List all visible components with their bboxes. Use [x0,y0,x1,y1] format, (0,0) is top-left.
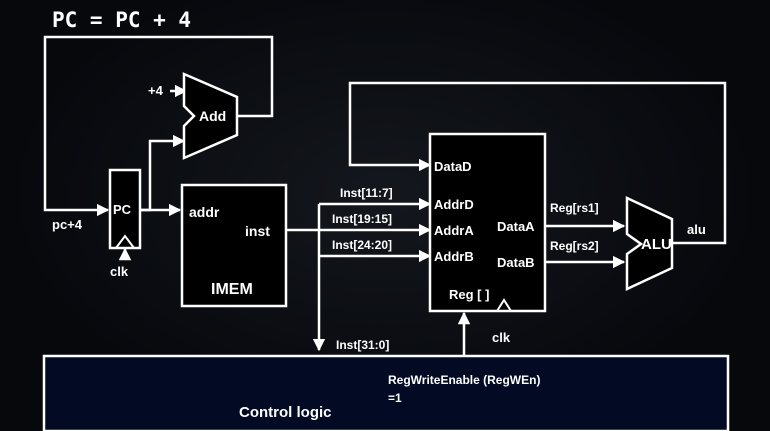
regwen-signal-label: RegWriteEnable (RegWEn) [388,373,540,387]
adder-label: Add [199,108,226,124]
reg-clock-triangle-icon [496,298,512,312]
port-datad: DataD [434,159,472,174]
reg-rs1-label: Reg[rs1] [550,201,599,215]
inst-24-20-label: Inst[24:20] [332,238,392,252]
slide-title: PC = PC + 4 [52,8,191,32]
port-addrd: AddrD [434,197,474,212]
wire-pc-plus-4-feedback [43,35,274,217]
pc-register: PC clk pc+4 [52,168,142,279]
inst-field-labels: Inst[11:7] Inst[19:15] Inst[24:20] Inst[… [332,186,393,352]
control-logic-label: Control logic [239,404,332,421]
alu-output-label: alu [687,222,706,237]
inst-19-15-label: Inst[19:15] [332,212,392,226]
control-logic: Control logic RegWriteEnable (RegWEn) =1 [42,354,730,431]
wires [43,35,727,356]
pc-plus-4-label: pc+4 [52,217,83,232]
wire-pc-to-adder [140,134,186,212]
inst-31-0-label: Inst[31:0] [336,338,389,352]
imem-inst-port: inst [245,223,270,239]
port-addra: AddrA [434,223,474,238]
plus-4-label: +4 [148,83,164,98]
imem-label: IMEM [211,281,253,298]
port-datab: DataB [497,255,535,270]
imem-addr-port: addr [189,204,220,220]
register-file: DataD AddrD AddrA AddrB DataA DataB Reg … [428,132,547,345]
port-addrb: AddrB [434,249,474,264]
wire-alu-writeback [348,81,727,245]
adder: +4 Add [148,72,239,160]
pc-clock-triangle-icon [115,234,135,249]
reg-clk-label: clk [492,330,511,345]
alu-label: ALU [641,236,672,253]
pc-label: PC [113,202,132,217]
alu: ALU alu [625,196,706,291]
regwen-value-label: =1 [388,391,402,405]
inst-11-7-label: Inst[11:7] [340,186,393,200]
register-file-label: Reg [ ] [449,287,489,302]
port-dataa: DataA [497,219,535,234]
imem: addr inst IMEM [180,183,288,308]
pc-clk-label: clk [110,264,129,279]
reg-rs2-label: Reg[rs2] [550,239,599,253]
